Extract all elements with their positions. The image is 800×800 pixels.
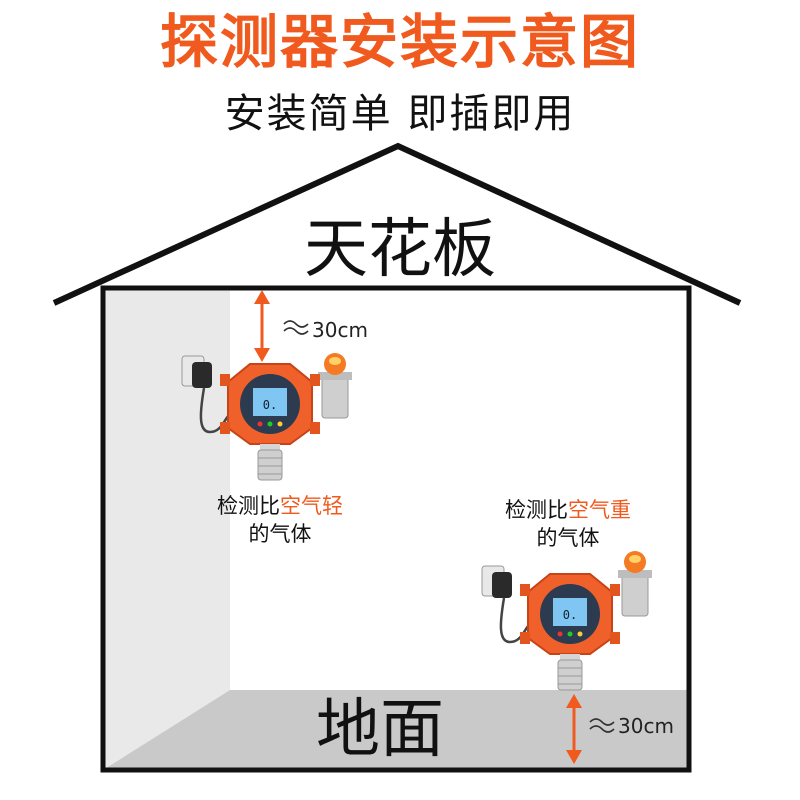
approx-icon <box>283 320 309 335</box>
detector-screen <box>553 598 587 626</box>
heavy-gas-line1: 检测比空气重 <box>478 496 658 524</box>
heavy-gas-caption: 检测比空气重 的气体 <box>478 496 658 552</box>
gas-detector-upper: 0. <box>181 353 352 481</box>
light-gas-caption: 检测比空气轻 的气体 <box>190 492 370 548</box>
bottom-distance-arrow <box>566 694 582 764</box>
sensor-head <box>257 449 283 481</box>
alarm-beacon <box>321 377 349 419</box>
top-distance-label: 30cm <box>312 318 368 342</box>
room-outline <box>100 285 692 773</box>
svg-text:0.: 0. <box>563 608 577 622</box>
top-distance-arrow <box>254 290 270 362</box>
heavy-gas-prefix: 检测比 <box>505 498 568 522</box>
light-gas-line2: 的气体 <box>248 522 312 546</box>
left-wall-shade <box>103 290 230 770</box>
gas-detector-lower: 0. <box>481 551 652 691</box>
roof <box>52 142 742 306</box>
ceiling-label: 天花板 <box>304 213 496 287</box>
svg-text:0.: 0. <box>263 398 277 412</box>
page-title: 探测器安装示意图 <box>159 8 640 76</box>
page-subtitle: 安装简单 即插即用 <box>224 91 576 137</box>
heavy-gas-line2: 的气体 <box>536 526 600 550</box>
light-gas-highlight: 空气轻 <box>280 494 343 518</box>
floor-label: 地面 <box>316 693 444 767</box>
light-gas-line1: 检测比空气轻 <box>190 492 370 520</box>
approx-icon <box>589 718 615 733</box>
bottom-distance-label: 30cm <box>618 714 674 738</box>
light-gas-prefix: 检测比 <box>217 494 280 518</box>
sensor-head <box>557 659 583 691</box>
heavy-gas-highlight: 空气重 <box>568 498 631 522</box>
floor-shade <box>103 690 689 770</box>
detector-screen <box>253 388 287 416</box>
alarm-beacon <box>621 573 649 617</box>
